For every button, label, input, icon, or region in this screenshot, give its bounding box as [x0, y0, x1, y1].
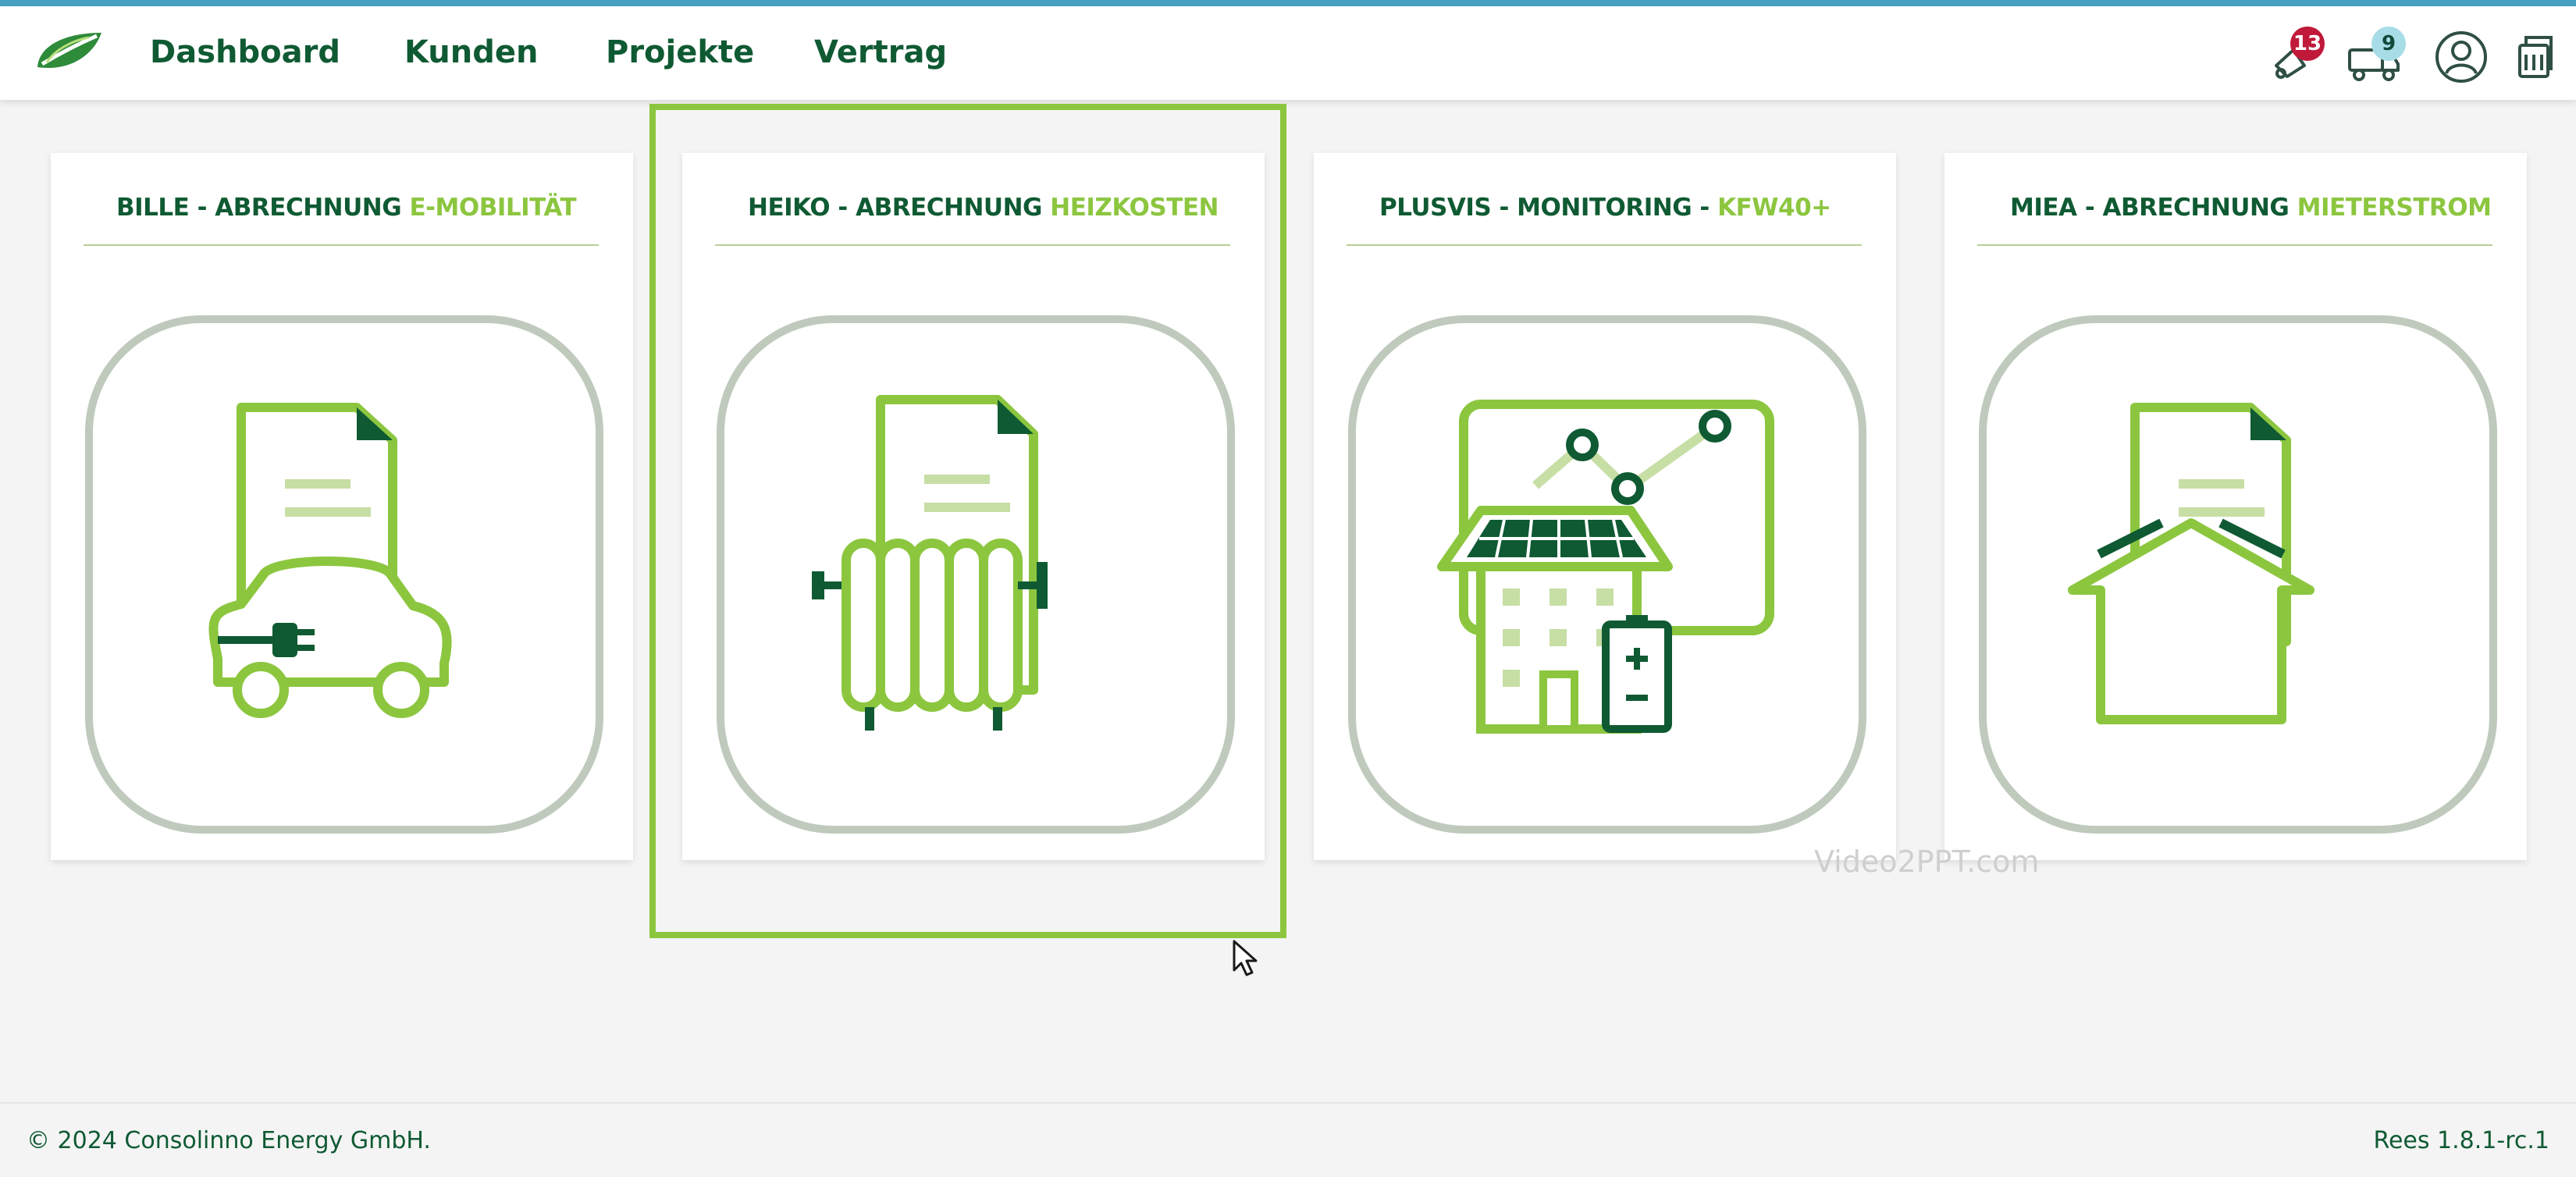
card-icon-tile	[717, 315, 1235, 834]
card-icon-tile	[1348, 315, 1866, 834]
bell-icon	[2275, 48, 2306, 79]
card-divider	[1347, 244, 1862, 246]
messages-badge: 9	[2371, 27, 2406, 61]
ev-charging-document-icon	[208, 403, 452, 718]
nav-dashboard[interactable]: Dashboard	[150, 34, 340, 70]
footer-version: Rees 1.8.1-rc.1	[2373, 1127, 2549, 1154]
card-icon-tile	[1979, 315, 2497, 834]
truck-icon	[2348, 48, 2400, 81]
notifications-button[interactable]: 13	[2270, 27, 2326, 83]
card-icon-tile	[85, 315, 603, 834]
solar-house-monitoring-icon	[1437, 400, 1774, 734]
footer-divider	[0, 1102, 2576, 1104]
footer-copyright: © 2024 Consolinno Energy GmbH.	[27, 1127, 431, 1154]
card-title: BILLE - ABRECHNUNG E-MOBILITÄT	[116, 194, 577, 222]
card-title: MIEA - ABRECHNUNG MIETERSTROM	[2010, 194, 2492, 222]
notifications-badge: 13	[2290, 27, 2325, 61]
card-divider	[1977, 244, 2492, 246]
card-miea-mieterstrom[interactable]: MIEA - ABRECHNUNG MIETERSTROM	[1944, 153, 2527, 860]
nav-vertrag[interactable]: Vertrag	[814, 34, 948, 70]
watermark: Video2PPT.com	[1814, 845, 2040, 879]
card-divider	[84, 244, 599, 246]
radiator-document-icon	[812, 395, 1048, 731]
card-title: PLUSVIS - MONITORING - KFW40+	[1379, 194, 1831, 222]
card-divider	[715, 244, 1230, 246]
messages-button[interactable]: 9	[2347, 27, 2409, 83]
nav-kunden[interactable]: Kunden	[404, 34, 539, 70]
card-title: HEIKO - ABRECHNUNG HEIZKOSTEN	[748, 194, 1219, 222]
nav-projekte[interactable]: Projekte	[606, 34, 755, 70]
card-plusvis-monitoring[interactable]: PLUSVIS - MONITORING - KFW40+	[1314, 153, 1896, 860]
document-stack-icon[interactable]	[2515, 33, 2554, 81]
leaf-logo-icon[interactable]	[31, 28, 106, 75]
card-heiko-heizkosten[interactable]: HEIKO - ABRECHNUNG HEIZKOSTEN	[682, 153, 1265, 860]
user-circle-icon[interactable]	[2434, 30, 2489, 84]
house-document-icon	[2068, 403, 2314, 724]
top-accent-line	[0, 0, 2576, 6]
card-bille-e-mobilitaet[interactable]: BILLE - ABRECHNUNG E-MOBILITÄT	[51, 153, 633, 860]
mouse-cursor-icon	[1233, 940, 1258, 976]
top-navigation-bar: Dashboard Kunden Projekte Vertrag 13 9	[0, 6, 2576, 100]
